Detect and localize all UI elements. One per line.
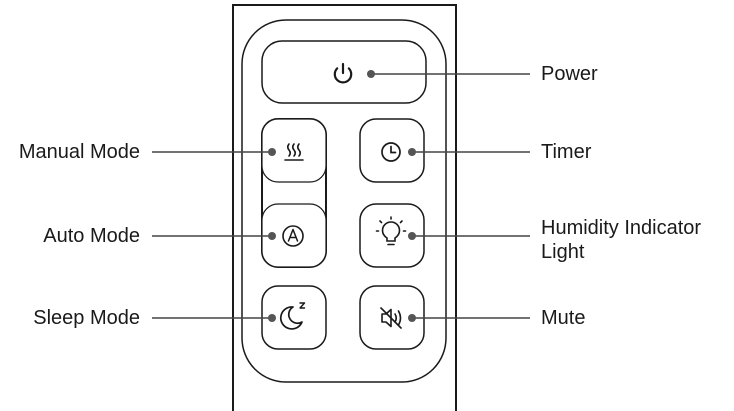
mute-button[interactable] (359, 285, 425, 350)
power-icon (333, 62, 353, 84)
clock-icon (381, 142, 401, 162)
lightbulb-icon (375, 216, 407, 246)
timer-button[interactable] (359, 118, 425, 183)
leader-dot-power (367, 70, 375, 78)
label-auto-mode: Auto Mode (43, 225, 140, 247)
circled-a-icon (282, 225, 304, 247)
leader-dot-mute (408, 314, 416, 322)
humidity-indicator-light-button[interactable] (359, 203, 425, 268)
leader-dot-sleep-mode (268, 314, 276, 322)
button-panel (241, 19, 447, 383)
manual-mode-button[interactable] (261, 118, 327, 183)
label-sleep-mode: Sleep Mode (33, 307, 140, 329)
leader-dot-timer (408, 148, 416, 156)
auto-mode-button[interactable] (261, 203, 327, 268)
leader-dot-auto-mode (268, 232, 276, 240)
leader-lines (152, 73, 530, 319)
label-manual-mode: Manual Mode (18, 141, 140, 163)
power-button[interactable] (261, 40, 427, 104)
leader-dots (268, 70, 416, 322)
mode-button-group (261, 118, 327, 268)
label-power: Power (541, 63, 598, 85)
leader-dot-manual-mode (268, 148, 276, 156)
steam-icon (284, 143, 304, 161)
label-humidity-indicator-line2: Light (541, 241, 585, 263)
leader-dot-humidity (408, 232, 416, 240)
speaker-mute-icon (380, 307, 402, 329)
label-mute: Mute (541, 307, 586, 329)
label-timer: Timer (541, 141, 592, 163)
moon-sleep-icon (279, 302, 306, 330)
label-humidity-indicator-line1: Humidity Indicator (541, 217, 702, 239)
remote-body-outline (232, 4, 457, 411)
